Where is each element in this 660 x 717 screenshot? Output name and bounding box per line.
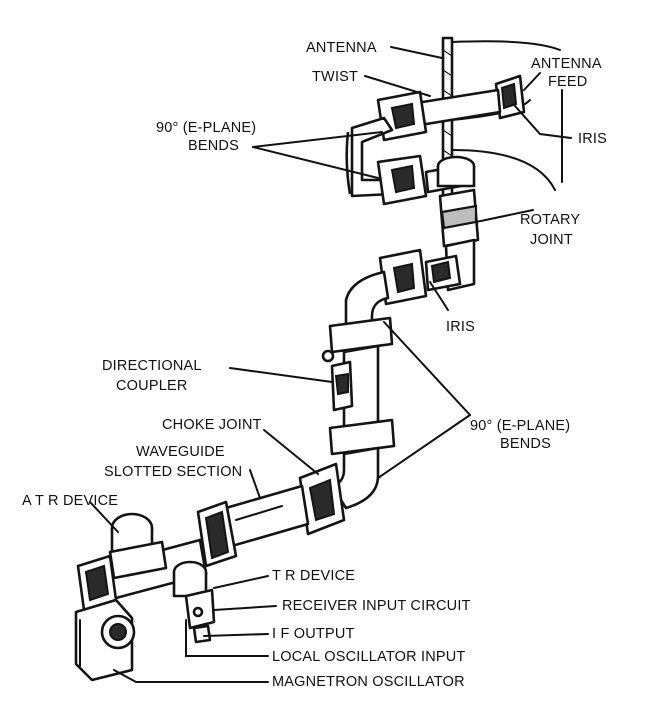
label-e-plane-bends-top-line1: 90° (E-PLANE) [156,120,256,136]
label-magnetron-oscillator: MAGNETRON OSCILLATOR [272,674,465,690]
label-local-oscillator-input: LOCAL OSCILLATOR INPUT [272,649,466,665]
antenna-feed [408,74,526,128]
magnetron-oscillator [74,598,136,682]
label-rotary-joint: ROTARY JOINT [520,212,584,248]
label-waveguide-slotted-section-line2: SLOTTED SECTION [104,464,242,480]
label-choke-joint: CHOKE JOINT [162,417,262,433]
label-iris-top: IRIS [578,131,607,147]
vertical-waveguide [328,270,396,510]
label-e-plane-bends-bottom-line1: 90° (E-PLANE) [470,418,570,434]
slotted-section [196,484,310,568]
label-directional-coupler: DIRECTIONAL COUPLER [102,358,205,394]
label-waveguide-slotted-section-line1: WAVEGUIDE [136,444,225,460]
label-antenna-feed-line2: FEED [548,74,587,90]
middle-flange-iris [378,248,462,306]
label-e-plane-bends-bottom-line2: BENDS [500,436,551,452]
label-rotary-joint-line1: ROTARY [520,212,580,228]
leader-lines [89,46,572,683]
label-twist: TWIST [312,69,358,85]
label-waveguide-slotted-section: WAVEGUIDE SLOTTED SECTION [104,444,242,480]
label-antenna-feed-line1: ANTENNA [531,56,602,72]
label-e-plane-bends-top-line2: BENDS [188,138,239,154]
directional-coupler [321,349,354,412]
label-iris-mid: IRIS [446,319,475,335]
rotary-joint [436,155,480,292]
label-antenna-feed: ANTENNA FEED [531,56,605,90]
label-rotary-joint-line2: JOINT [530,232,573,248]
label-tr-device: T R DEVICE [272,568,355,584]
label-directional-coupler-line2: COUPLER [116,378,188,394]
label-e-plane-bends-top: 90° (E-PLANE) BENDS [156,120,261,154]
label-receiver-input-circuit: RECEIVER INPUT CIRCUIT [282,598,471,614]
label-e-plane-bends-bottom: 90° (E-PLANE) BENDS [470,418,575,452]
label-if-output: I F OUTPUT [272,626,355,642]
tr-device [172,560,216,644]
label-directional-coupler-line1: DIRECTIONAL [102,358,201,374]
atr-device [108,512,168,580]
label-antenna: ANTENNA [306,40,377,56]
label-atr-device: A T R DEVICE [22,493,118,509]
